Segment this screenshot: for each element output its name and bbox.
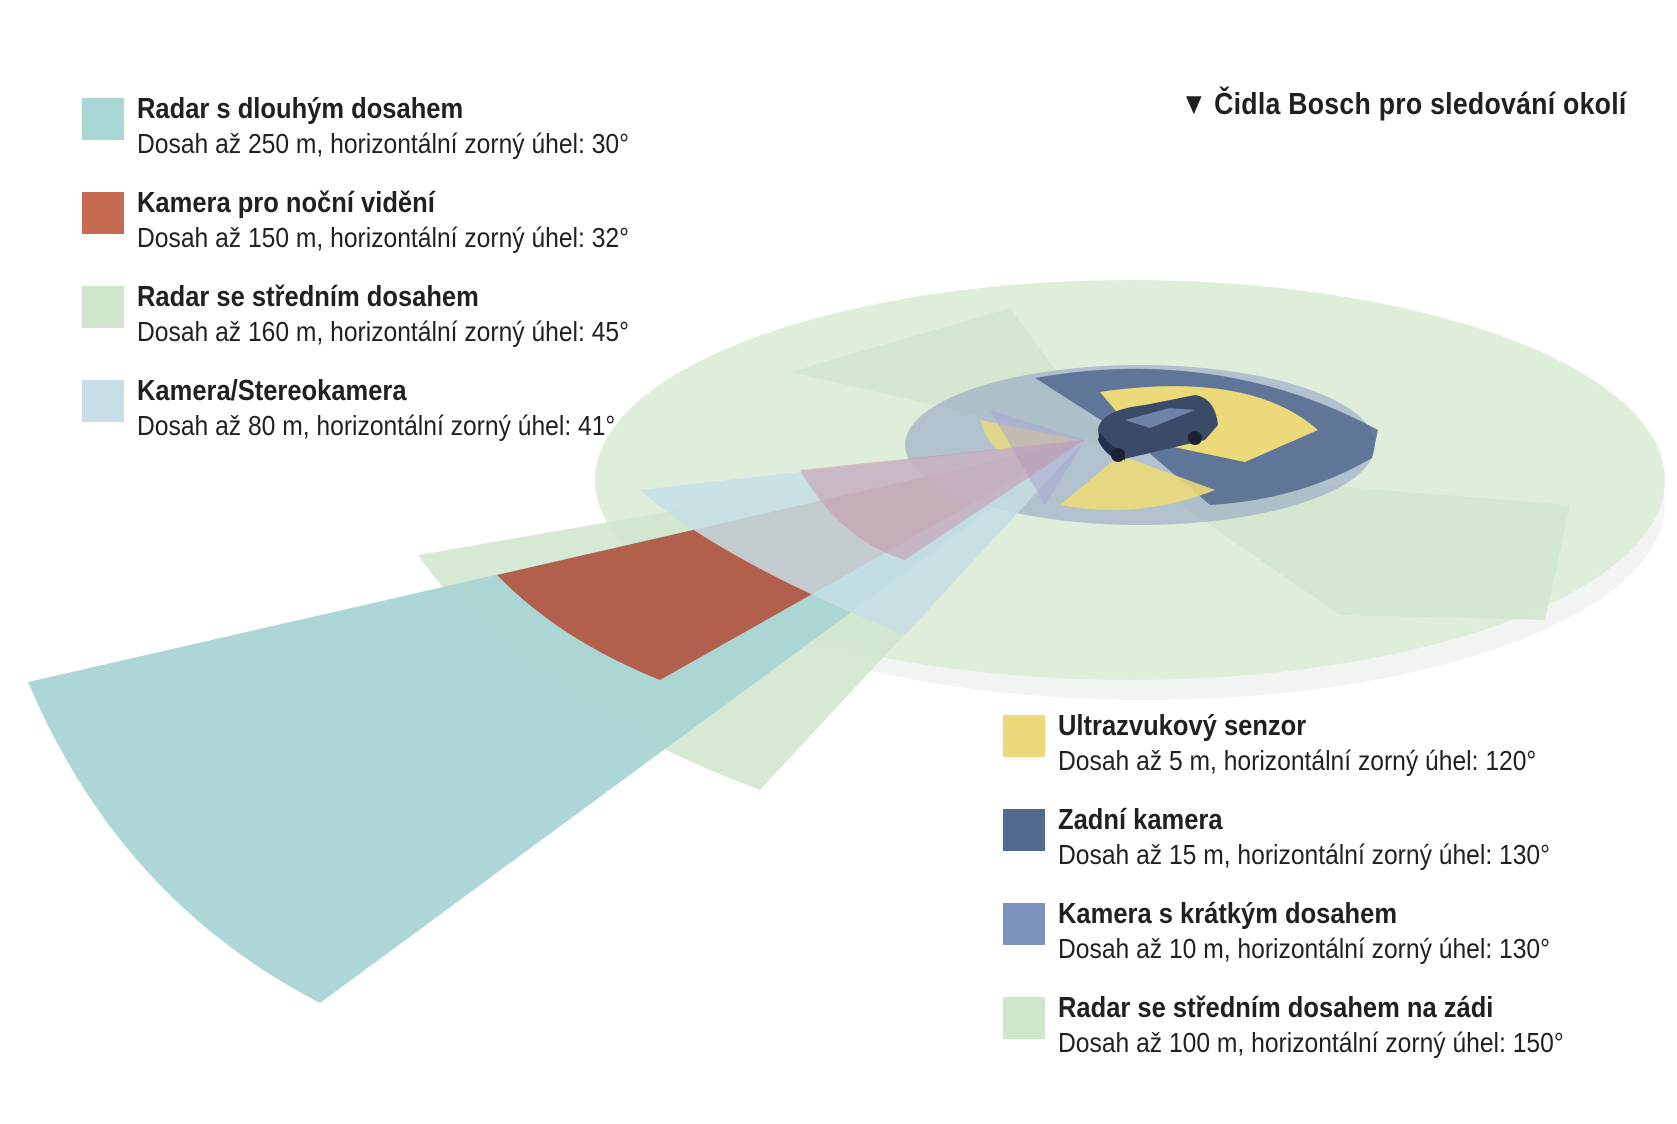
legend-item-desc: Dosah až 160 m, horizontální zorný úhel:…	[137, 316, 629, 347]
triangle-marker-icon: ▼	[1181, 86, 1208, 121]
legend-item-name: Ultrazvukový senzor	[1058, 710, 1307, 742]
legend-item-name: Radar s dlouhým dosahem	[137, 93, 464, 125]
legend-item-desc: Dosah až 10 m, horizontální zorný úhel: …	[1058, 933, 1550, 964]
legend-swatch	[1003, 997, 1045, 1039]
legend-item-name: Kamera/Stereokamera	[137, 375, 407, 407]
legend-swatch	[1003, 809, 1045, 851]
legend-swatch	[1003, 903, 1045, 945]
ultrasonic-zone-front	[1060, 455, 1215, 510]
legend-item-desc: Dosah až 100 m, horizontální zorný úhel:…	[1058, 1027, 1564, 1058]
legend-item-name: Zadní kamera	[1058, 804, 1223, 836]
legend-swatch	[82, 286, 124, 328]
panel-title: ▼Čidla Bosch pro sledování okolí	[1181, 86, 1627, 122]
panel-title-text: Čidla Bosch pro sledování okolí	[1214, 86, 1627, 121]
legend-item-name: Radar se středním dosahem na zádi	[1058, 992, 1494, 1024]
legend-item-name: Kamera pro noční vidění	[137, 187, 435, 219]
legend-swatch	[82, 380, 124, 422]
legend-item-name: Kamera s krátkým dosahem	[1058, 898, 1398, 930]
legend-swatch	[82, 192, 124, 234]
legend-item-desc: Dosah až 15 m, horizontální zorný úhel: …	[1058, 839, 1550, 870]
legend-swatch	[82, 98, 124, 140]
car	[1098, 395, 1218, 462]
night-vision-overlay	[800, 440, 1085, 560]
legend-item-desc: Dosah až 150 m, horizontální zorný úhel:…	[137, 222, 629, 253]
legend-item-desc: Dosah až 250 m, horizontální zorný úhel:…	[137, 128, 629, 159]
legend-item-name: Radar se středním dosahem	[137, 281, 479, 313]
legend-item-desc: Dosah až 5 m, horizontální zorný úhel: 1…	[1058, 745, 1537, 776]
legend-swatch	[1003, 715, 1045, 757]
legend-item-desc: Dosah až 80 m, horizontální zorný úhel: …	[137, 410, 616, 441]
